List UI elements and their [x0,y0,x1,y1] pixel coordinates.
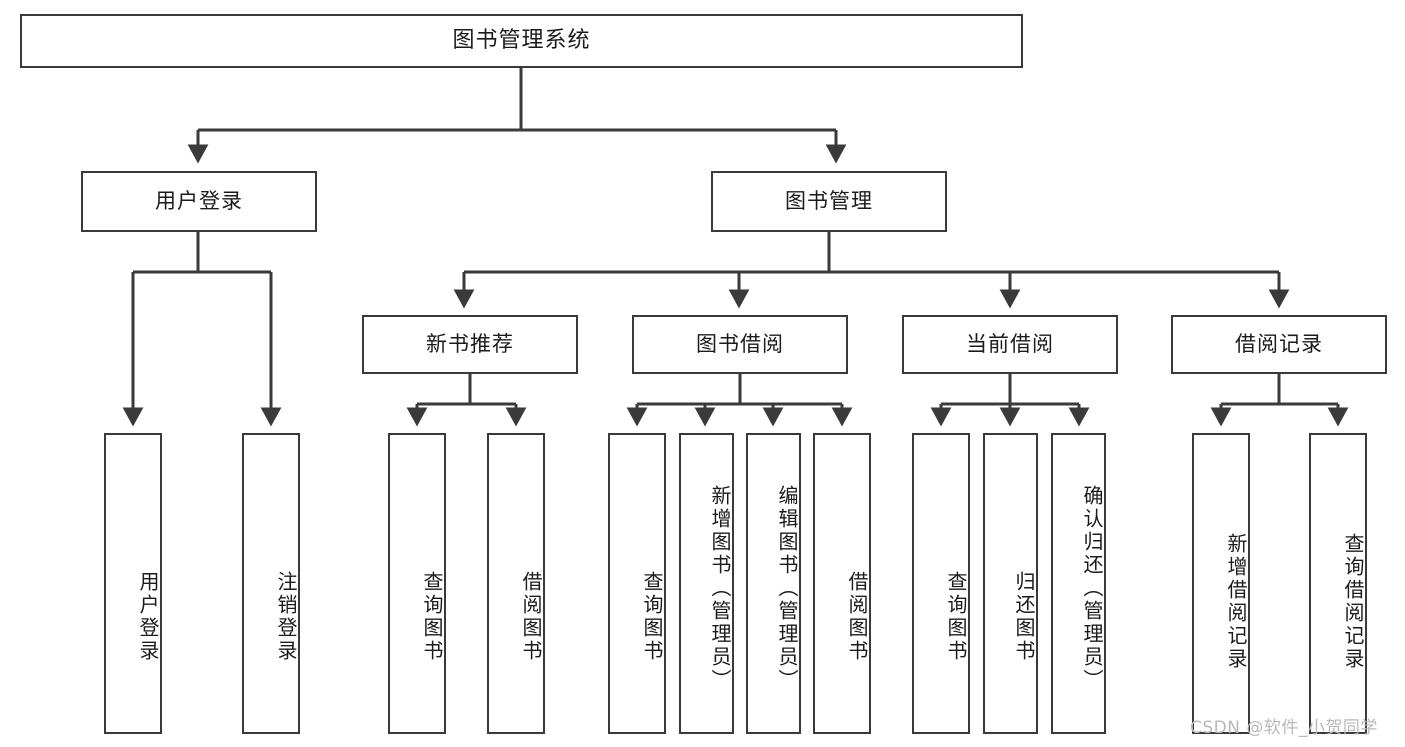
leaf-label: 借阅图书 [519,570,543,663]
leaf-recommend-query-book[interactable]: 查询图书 [388,433,446,734]
leaf-borrow-query-book[interactable]: 查询图书 [608,433,666,734]
leaf-label: 查询借阅记录 [1341,532,1365,671]
leaf-label: 编辑图书（管理员） [775,485,799,692]
leaf-label: 查询图书 [944,570,968,663]
leaf-record-add-record[interactable]: 新增借阅记录 [1192,433,1250,734]
leaf-record-query-record[interactable]: 查询借阅记录 [1309,433,1367,734]
leaf-label: 查询图书 [640,570,664,663]
leaf-label: 归还图书 [1012,570,1036,663]
leaf-borrow-borrow-book[interactable]: 借阅图书 [813,433,871,734]
leaf-label: 用户登录 [136,570,160,663]
leaf-label: 注销登录 [274,570,298,663]
node-user-login[interactable]: 用户登录 [81,171,317,232]
leaf-recommend-borrow-book[interactable]: 借阅图书 [487,433,545,734]
leaf-label: 查询图书 [420,570,444,663]
leaf-current-query-book[interactable]: 查询图书 [912,433,970,734]
leaf-borrow-edit-book-admin[interactable]: 编辑图书（管理员） [746,433,801,734]
leaf-label: 确认归还（管理员） [1080,485,1104,692]
leaf-label: 新增图书（管理员） [708,485,732,692]
leaf-current-return-book[interactable]: 归还图书 [983,433,1038,734]
watermark-text: CSDN @软件_小贺同学 [1190,718,1378,738]
node-new-book-recommend[interactable]: 新书推荐 [362,315,578,374]
leaf-current-confirm-return-admin[interactable]: 确认归还（管理员） [1051,433,1106,734]
leaf-user-login-login[interactable]: 用户登录 [104,433,162,734]
leaf-label: 借阅图书 [845,570,869,663]
leaf-borrow-add-book-admin[interactable]: 新增图书（管理员） [679,433,734,734]
node-book-management[interactable]: 图书管理 [711,171,947,232]
node-borrow-record[interactable]: 借阅记录 [1171,315,1387,374]
leaf-user-login-logout[interactable]: 注销登录 [242,433,300,734]
node-book-borrow[interactable]: 图书借阅 [632,315,848,374]
node-current-borrow[interactable]: 当前借阅 [902,315,1118,374]
leaf-label: 新增借阅记录 [1224,532,1248,671]
node-root-system[interactable]: 图书管理系统 [20,14,1023,68]
